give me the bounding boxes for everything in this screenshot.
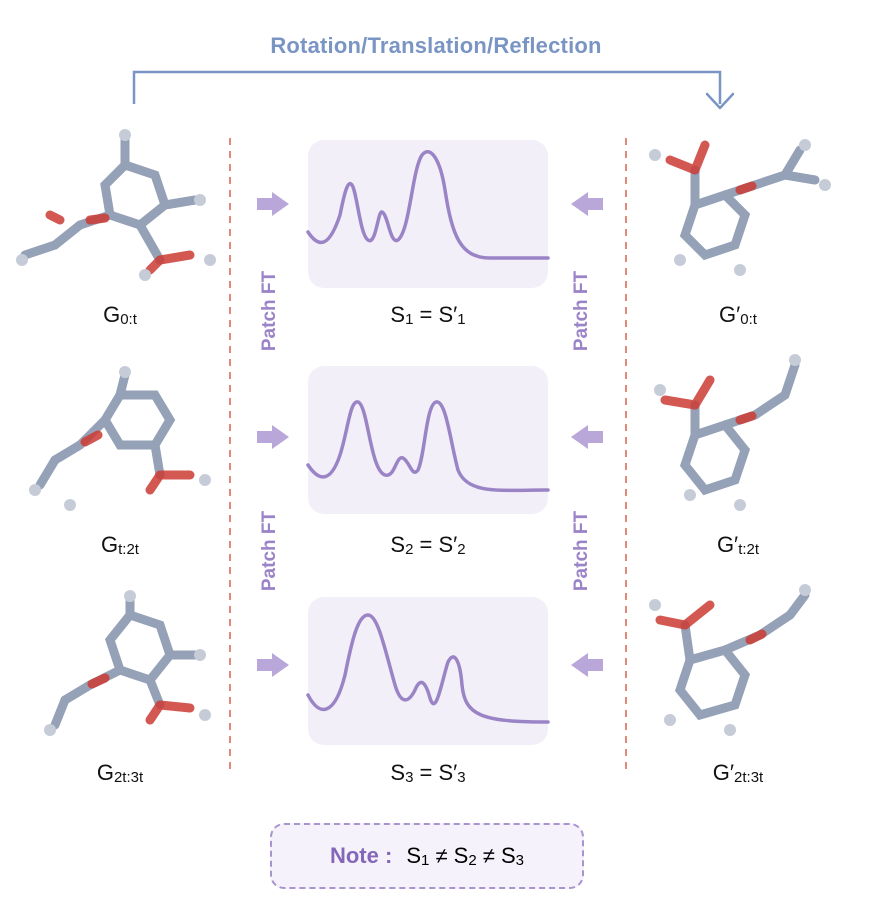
spectrum-label-1: S1 = S′1 — [390, 302, 466, 328]
arrow-left-3 — [257, 653, 289, 677]
arrow-right-1 — [571, 192, 603, 216]
label-g-0-t: G0:t — [103, 302, 137, 328]
label-g-2t-3t: G2t:3t — [96, 760, 144, 786]
molecule-right-2 — [654, 354, 801, 511]
molecule-right-1 — [649, 139, 831, 276]
label-g-t-2t: Gt:2t — [101, 532, 139, 558]
molecule-right-3 — [649, 584, 811, 736]
molecule-left-1 — [16, 129, 216, 281]
note-box: Note : S1 ≠ S2 ≠ S3 — [270, 823, 584, 889]
molecule-left-3 — [44, 590, 211, 736]
spectrum-label-2: S2 = S′2 — [390, 532, 466, 558]
label-g-prime-2t-3t: G′2t:3t — [712, 760, 764, 786]
note-label: Note : — [329, 843, 393, 868]
note-text: S1 ≠ S2 ≠ S3 — [406, 843, 524, 869]
label-g-prime-t-2t: G′t:2t — [716, 532, 760, 558]
spectrum-curve-3 — [306, 613, 550, 724]
spectrum-curve-1 — [306, 150, 550, 260]
label-g-prime-0-t: G′0:t — [719, 302, 757, 328]
spectrum-panel-1 — [308, 140, 548, 288]
diagram-title: Rotation/Translation/Reflection — [270, 33, 602, 58]
spectrum-curve-2 — [306, 400, 550, 493]
molecule-left-2 — [29, 366, 211, 511]
arrow-left-2 — [257, 425, 289, 449]
arrow-left-1 — [257, 192, 289, 216]
arrow-right-3 — [571, 653, 603, 677]
arrow-right-2 — [571, 425, 603, 449]
spectrum-label-3: S3 = S′3 — [390, 760, 466, 786]
